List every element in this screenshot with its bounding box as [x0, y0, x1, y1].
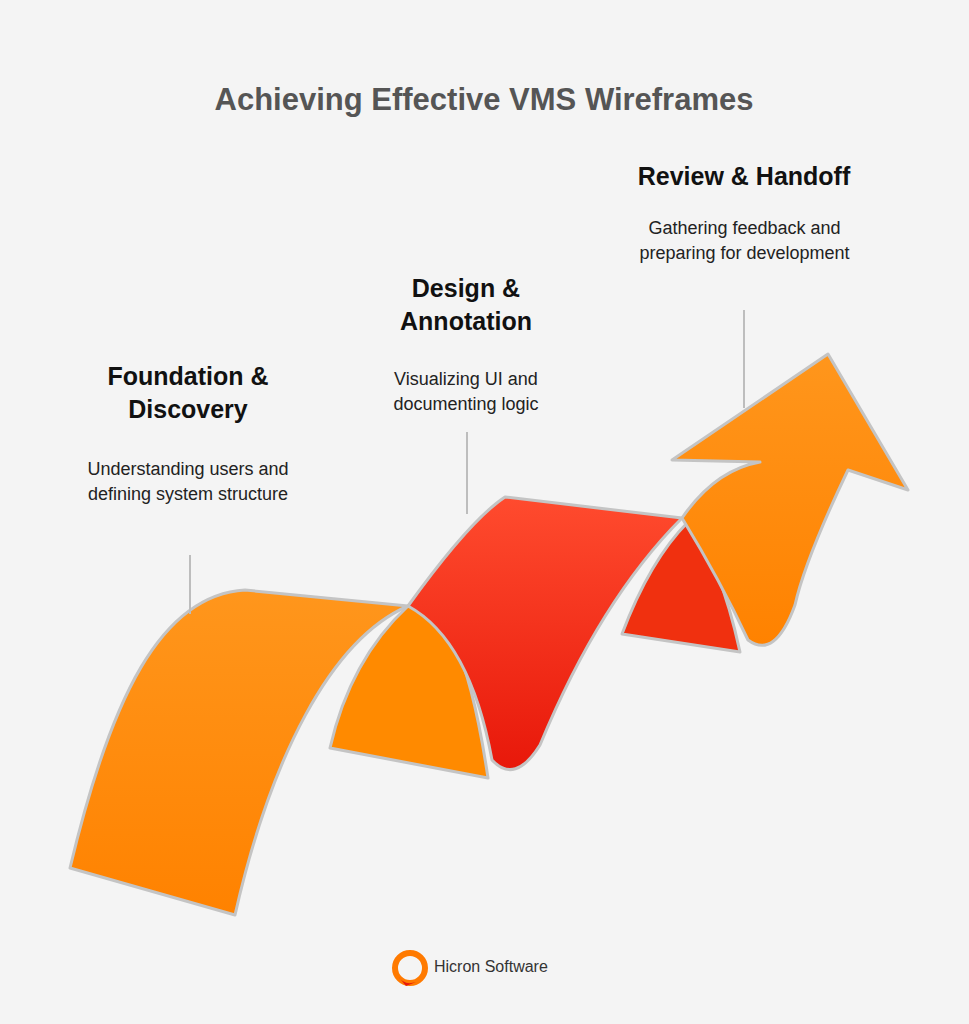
leader-line: [466, 432, 468, 514]
stage-heading: Review & Handoff: [604, 160, 884, 193]
stage-heading: Design & Annotation: [356, 272, 576, 337]
ribbon-segment: [70, 590, 408, 915]
leader-line: [189, 555, 191, 614]
stage-description: Visualizing UI and documenting logic: [351, 367, 581, 417]
diagram-title: Achieving Effective VMS Wireframes: [34, 82, 934, 118]
logo-text: Hicron Software: [434, 958, 548, 976]
logo-icon: [395, 953, 425, 986]
stage-description: Understanding users and defining system …: [73, 457, 303, 507]
ribbon-segment: [408, 497, 682, 770]
stage-description: Gathering feedback and preparing for dev…: [637, 216, 852, 266]
stage-heading: Foundation & Discovery: [68, 360, 308, 425]
leader-line: [743, 310, 745, 408]
arrow-segment: [672, 354, 908, 645]
